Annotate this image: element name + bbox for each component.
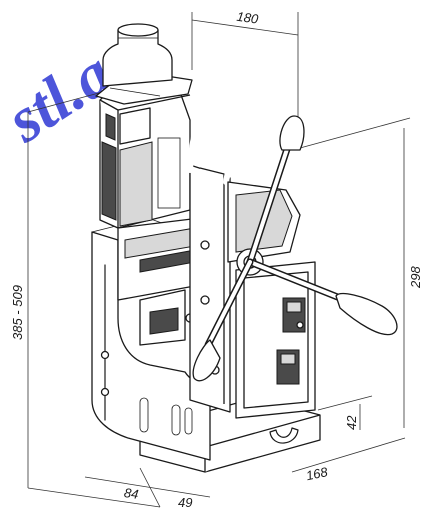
dimension-lines xyxy=(27,12,411,508)
dim-base-width: 84 xyxy=(123,485,139,502)
dim-bottom-offset: 49 xyxy=(178,495,192,509)
dim-right-height: 298 xyxy=(408,266,423,289)
dim-height-range: 385 - 509 xyxy=(10,285,25,340)
dim-top-width: 180 xyxy=(236,9,260,27)
magnetic-drill-press-icon xyxy=(91,23,398,473)
dim-base-length: 168 xyxy=(305,464,330,483)
dim-base-height: 42 xyxy=(344,415,359,430)
